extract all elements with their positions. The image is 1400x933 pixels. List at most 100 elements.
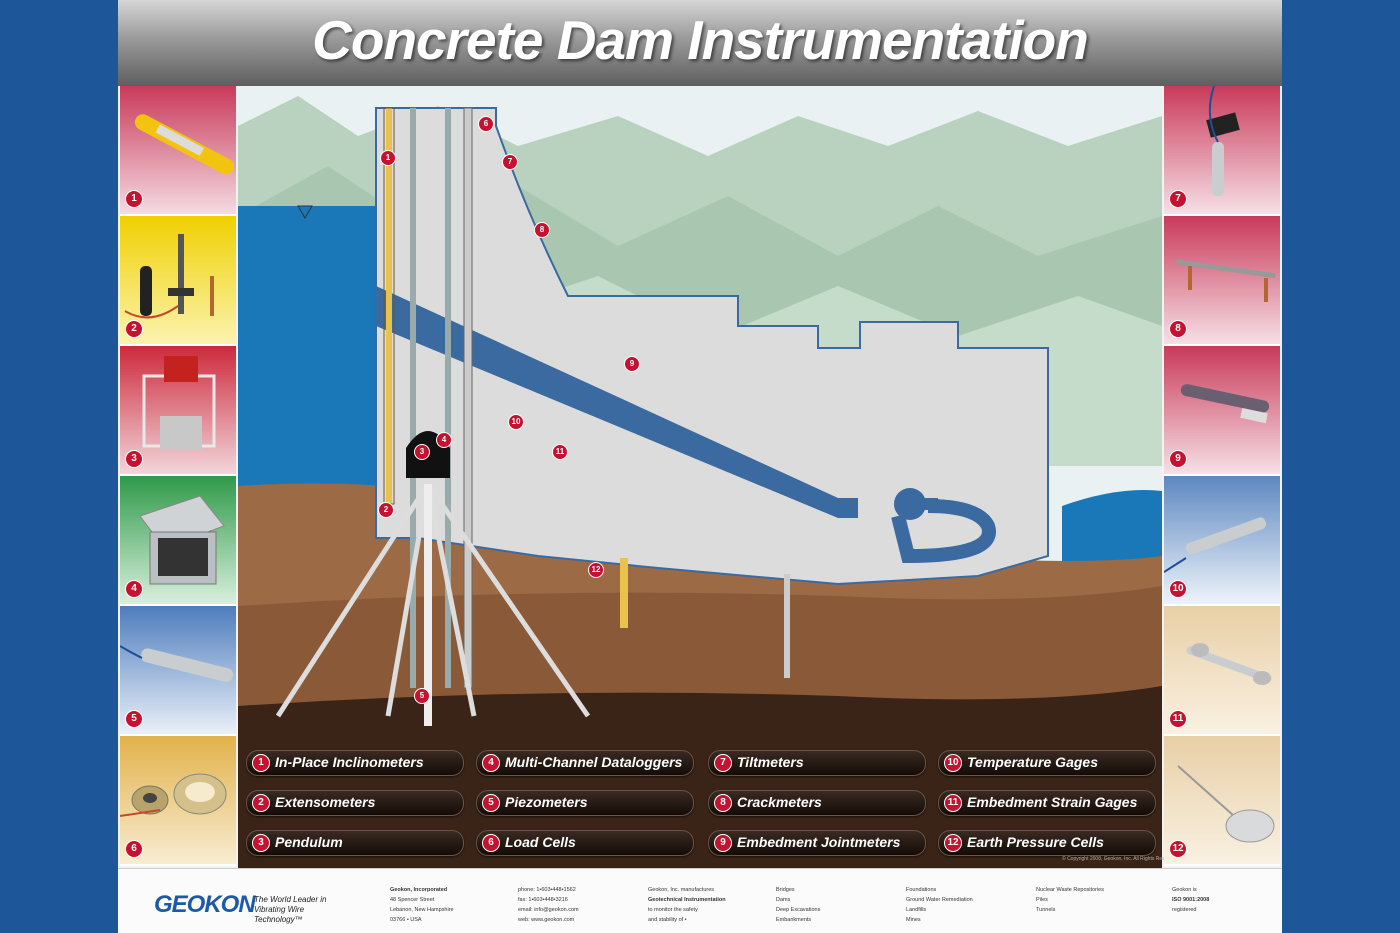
footer-line: fax: 1•603•448•3216 xyxy=(518,897,568,903)
marker-5: 5 xyxy=(414,688,430,704)
photo-tile-1: 1 xyxy=(120,86,236,216)
footer-line: Mines xyxy=(906,917,921,923)
marker-3: 3 xyxy=(414,444,430,460)
legend-item: 8 Crackmeters xyxy=(708,790,926,816)
marker-7: 7 xyxy=(502,154,518,170)
legend-item: 6 Load Cells xyxy=(476,830,694,856)
dam-cross-section: 1 2 3 4 5 6 7 8 9 10 11 12 xyxy=(238,86,1162,868)
legend-label: Embedment Jointmeters xyxy=(737,834,901,850)
footer-line: Ground Water Remediation xyxy=(906,897,973,903)
footer-contact: phone: 1•603•448•1562 fax: 1•603•448•321… xyxy=(518,885,579,925)
photo-tile-10: 10 xyxy=(1164,476,1280,606)
legend-item: 12 Earth Pressure Cells xyxy=(938,830,1156,856)
poster: Concrete Dam Instrumentation 1 2 xyxy=(118,0,1282,933)
footer-line: to monitor the safety xyxy=(648,907,698,913)
tile-number: 11 xyxy=(1169,710,1187,728)
legend-number: 9 xyxy=(714,834,732,852)
legend-number: 11 xyxy=(944,794,962,812)
tile-number: 3 xyxy=(125,450,143,468)
legend-number: 1 xyxy=(252,754,270,772)
legend-number: 3 xyxy=(252,834,270,852)
marker-12: 12 xyxy=(588,562,604,578)
legend-number: 7 xyxy=(714,754,732,772)
footer-line: Landfills xyxy=(906,907,927,913)
legend-number: 6 xyxy=(482,834,500,852)
legend-item: 11 Embedment Strain Gages xyxy=(938,790,1156,816)
photo-tile-12: 12 xyxy=(1164,736,1280,866)
marker-8: 8 xyxy=(534,222,550,238)
footer-line: Deep Excavations xyxy=(776,907,821,913)
footer-line: Piles xyxy=(1036,897,1048,903)
header-bar: Concrete Dam Instrumentation xyxy=(118,0,1282,86)
footer: GEOKON The World Leader in Vibrating Wir… xyxy=(118,868,1282,933)
marker-11: 11 xyxy=(552,444,568,460)
footer-list-3: Nuclear Waste Repositories Piles Tunnels xyxy=(1036,885,1104,915)
tagline: The World Leader in Vibrating Wire Techn… xyxy=(254,895,327,924)
marker-2: 2 xyxy=(378,502,394,518)
load-cell-photo-icon xyxy=(120,773,227,817)
footer-line: Geokon, Incorporated xyxy=(390,887,448,893)
legend-label: Earth Pressure Cells xyxy=(967,834,1104,850)
tile-number: 6 xyxy=(125,840,143,858)
footer-line: Dams xyxy=(776,897,791,903)
marker-6: 6 xyxy=(478,116,494,132)
legend-number: 12 xyxy=(944,834,962,852)
legend-item: 9 Embedment Jointmeters xyxy=(708,830,926,856)
footer-line: web: www.geokon.com xyxy=(518,917,575,923)
legend-item: 3 Pendulum xyxy=(246,830,464,856)
marker-10: 10 xyxy=(508,414,524,430)
geokon-logo: GEOKON xyxy=(154,891,256,918)
photo-tile-2: 2 xyxy=(120,216,236,346)
legend-label: Load Cells xyxy=(505,834,576,850)
footer-list-1: Bridges Dams Deep Excavations Embankment… xyxy=(776,885,820,925)
jointmeter-photo-icon xyxy=(1180,384,1270,424)
footer-line: Geotechnical Instrumentation xyxy=(648,897,726,903)
extensometer-photo-icon xyxy=(124,234,214,319)
left-photo-column: 1 2 3 4 xyxy=(120,86,236,868)
footer-line: and stability of • xyxy=(648,917,687,923)
legend-number: 10 xyxy=(944,754,962,772)
footer-list-2: Foundations Ground Water Remediation Lan… xyxy=(906,885,973,925)
photo-tile-3: 3 xyxy=(120,346,236,476)
legend-label: Pendulum xyxy=(275,834,343,850)
marker-9: 9 xyxy=(624,356,640,372)
tile-number: 10 xyxy=(1169,580,1187,598)
footer-certification: Geokon is ISO 9001:2008 registered xyxy=(1172,885,1209,915)
photo-tile-5: 5 xyxy=(120,606,236,736)
tile-number: 2 xyxy=(125,320,143,338)
footer-line: Lebanon, New Hampshire xyxy=(390,907,454,913)
legend-number: 4 xyxy=(482,754,500,772)
legend-label: Temperature Gages xyxy=(967,754,1098,770)
temperature-gage-photo-icon xyxy=(1164,517,1267,573)
photo-tile-7: 7 xyxy=(1164,86,1280,216)
pendulum-photo-icon xyxy=(142,356,216,450)
footer-line: Tunnels xyxy=(1036,907,1056,913)
footer-line: Nuclear Waste Repositories xyxy=(1036,887,1104,893)
legend-item: 10 Temperature Gages xyxy=(938,750,1156,776)
strain-gage-photo-icon xyxy=(1186,643,1272,685)
legend-number: 8 xyxy=(714,794,732,812)
footer-line: email: info@geokon.com xyxy=(518,907,579,913)
footer-line: 48 Spencer Street xyxy=(390,897,435,903)
legend-label: Crackmeters xyxy=(737,794,822,810)
marker-1: 1 xyxy=(380,150,396,166)
tile-number: 1 xyxy=(125,190,143,208)
legend-number: 5 xyxy=(482,794,500,812)
piezometer-photo-icon xyxy=(120,645,233,683)
photo-tile-9: 9 xyxy=(1164,346,1280,476)
footer-line: 03766 • USA xyxy=(390,917,422,923)
footer-line: ISO 9001:2008 xyxy=(1172,897,1210,903)
pressure-cell-photo-icon xyxy=(1177,765,1275,843)
legend-label: Embedment Strain Gages xyxy=(967,794,1138,810)
page-title: Concrete Dam Instrumentation xyxy=(312,9,1089,71)
footer-line: Geokon, Inc. manufactures xyxy=(648,887,715,893)
footer-line: Bridges xyxy=(776,887,795,893)
legend-label: Extensometers xyxy=(275,794,376,810)
tiltmeter-photo-icon xyxy=(1206,86,1240,196)
legend-label: Piezometers xyxy=(505,794,588,810)
photo-tile-8: 8 xyxy=(1164,216,1280,346)
